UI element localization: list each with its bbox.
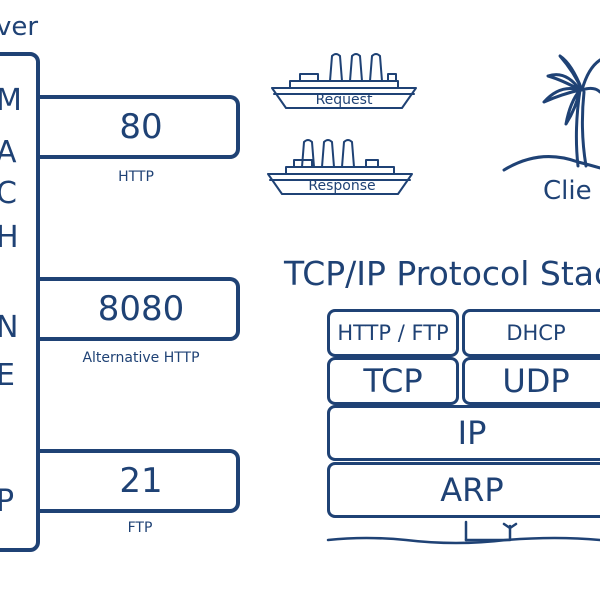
server-letter: I	[0, 400, 1, 435]
layer-label: HTTP / FTP	[337, 321, 449, 345]
port-number: 8080	[97, 289, 185, 329]
layer-tcp: TCP	[327, 357, 459, 405]
port-label: HTTP	[118, 169, 154, 185]
response-label: Response	[308, 178, 375, 194]
layer-label: TCP	[363, 362, 423, 400]
server-title: ver	[0, 12, 39, 42]
layer-label: UDP	[502, 362, 570, 400]
server-letter: M	[0, 83, 22, 118]
port-label: FTP	[127, 520, 153, 536]
server-letter: H	[0, 220, 19, 255]
server-box	[0, 52, 40, 552]
layer-label: ARP	[440, 471, 504, 509]
port-box-21: 21	[36, 449, 240, 513]
layer-ip: IP	[327, 405, 600, 461]
server-letter: N	[0, 310, 19, 345]
response-ship-icon: Response	[267, 139, 413, 195]
port-number: 21	[119, 461, 163, 501]
port-number: 80	[119, 107, 163, 147]
layer-http-ftp: HTTP / FTP	[327, 309, 459, 357]
server-letter: A	[0, 135, 17, 170]
server-letter: P	[0, 484, 15, 519]
server-letter: C	[0, 176, 17, 211]
wave-line-icon	[326, 520, 600, 545]
request-ship-icon: Request	[271, 53, 417, 109]
layer-udp: UDP	[462, 357, 600, 405]
layer-arp: ARP	[327, 462, 600, 518]
layer-label: DHCP	[506, 321, 566, 345]
server-letter: I	[0, 262, 1, 297]
layer-dhcp: DHCP	[462, 309, 600, 357]
server-letter: E	[0, 358, 15, 393]
port-box-80: 80	[36, 95, 240, 159]
client-label: Clie	[543, 176, 592, 206]
palm-island-icon	[502, 54, 600, 172]
stack-title: TCP/IP Protocol Stac	[284, 254, 600, 293]
port-label: Alternative HTTP	[82, 350, 200, 366]
layer-label: IP	[457, 414, 487, 452]
request-label: Request	[316, 92, 373, 108]
port-box-8080: 8080	[36, 277, 240, 341]
